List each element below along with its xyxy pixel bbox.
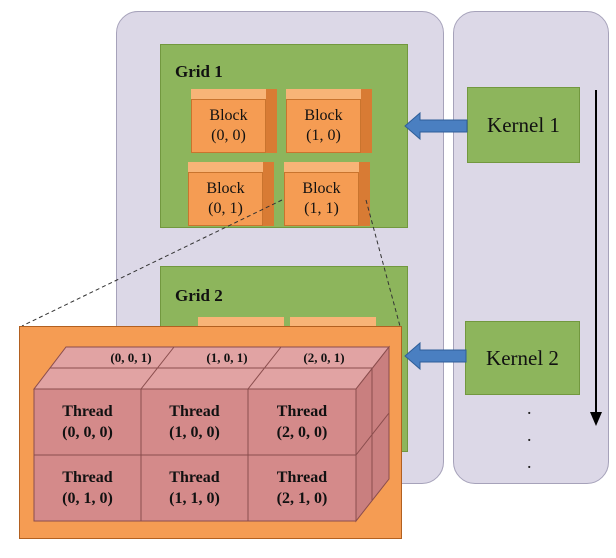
arrow-left-icon (404, 341, 467, 371)
thread-label-line1: Thread (169, 403, 220, 420)
block-side-face (361, 89, 372, 153)
block-front-face (188, 172, 263, 226)
block-label: Block (0, 0) (191, 99, 266, 153)
block-label: Block (1, 1) (284, 172, 359, 226)
grid-2-title: Grid 2 (175, 286, 223, 305)
thread-0-1-0: Thread (0, 1, 0) (34, 455, 141, 521)
block-0-1: Block (0, 1) (188, 162, 274, 226)
block-label-line2: (1, 1) (304, 200, 339, 217)
thread-label-line2: (1, 0, 0) (169, 424, 220, 441)
zoom-line (21, 199, 283, 327)
block-front-face (191, 99, 266, 153)
thread-label-line1: Thread (276, 469, 328, 486)
block-label: Block (1, 0) (286, 99, 361, 153)
thread-1-0-0: Thread (1, 0, 0) (141, 389, 248, 455)
ellipsis-dot: . (527, 452, 532, 472)
thread-top-label: (2, 0, 1) (303, 350, 345, 365)
block-label: Block (0, 1) (188, 172, 263, 226)
thread-1-1-0: Thread (1, 1, 0) (141, 455, 248, 521)
arrow-down-icon (590, 412, 602, 426)
block-label-line1: Block (302, 180, 341, 197)
block-1-0: Block (1, 0) (286, 89, 372, 153)
kernel-2: Kernel 2 (465, 321, 580, 395)
block-0-0: Block (0, 0) (191, 89, 277, 153)
thread-label-line1: Thread (169, 469, 220, 486)
thread-label-line1: Thread (62, 469, 113, 486)
thread-top-label: (0, 0, 1) (110, 350, 152, 365)
kernel-1: Kernel 1 (467, 87, 580, 163)
block-front-face (286, 99, 361, 153)
arrow-left-icon (404, 111, 468, 141)
block-label-line1: Block (304, 107, 343, 124)
block-front-face (284, 172, 359, 226)
thread-label-line1: Thread (62, 403, 113, 420)
block-side-face (359, 162, 370, 226)
block-1-1: Block (1, 1) (284, 162, 370, 226)
thread-label-line2: (2, 1, 0) (276, 490, 328, 507)
block-top-face (286, 89, 372, 99)
block-label-line2: (0, 1) (208, 200, 243, 217)
grid-1-title: Grid 1 (175, 62, 223, 81)
block-label-line2: (1, 0) (306, 127, 341, 144)
block-top-face (188, 162, 274, 172)
ellipsis-dot: . (527, 398, 532, 418)
grid-2-block-hint (198, 317, 284, 327)
block-side-face (266, 89, 277, 153)
zoom-line (365, 199, 402, 331)
thread-label-line2: (2, 0, 0) (276, 424, 328, 441)
thread-0-0-0: Thread (0, 0, 0) (34, 389, 141, 455)
thread-label-line2: (1, 1, 0) (169, 490, 220, 507)
thread-label-line2: (0, 0, 0) (62, 424, 113, 441)
grid-2-block-hint (290, 317, 376, 327)
block-top-face (284, 162, 370, 172)
thread-2-1-0: Thread (2, 1, 0) (248, 455, 356, 521)
thread-top-label: (1, 0, 1) (206, 350, 248, 365)
ellipsis-dot: . (527, 425, 532, 445)
thread-2-0-0: Thread (2, 0, 0) (248, 389, 356, 455)
block-side-face (263, 162, 274, 226)
block-label-line1: Block (209, 107, 248, 124)
block-top-face (191, 89, 277, 99)
block-label-line2: (0, 0) (211, 127, 246, 144)
block-label-line1: Block (206, 180, 245, 197)
thread-label-line2: (0, 1, 0) (62, 490, 113, 507)
thread-label-line1: Thread (276, 403, 328, 420)
